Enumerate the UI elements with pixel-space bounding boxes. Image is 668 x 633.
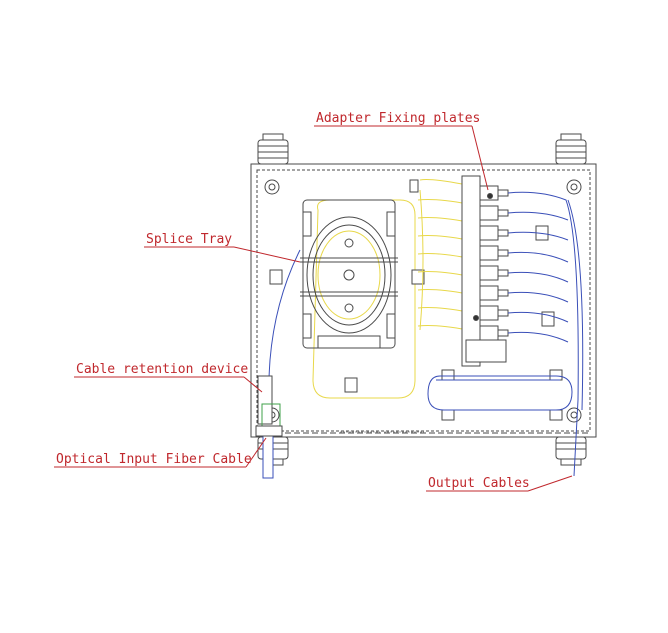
output-fibers-blue: [427, 191, 584, 477]
pigtails-yellow: [417, 179, 469, 331]
adapter-fixing-plate: [461, 175, 509, 367]
enclosure: [250, 163, 597, 438]
label-optical-input-fiber-cable: Optical Input Fiber Cable: [56, 452, 252, 467]
cable-gland-top-left: [257, 133, 289, 165]
label-splice-tray: Splice Tray: [146, 232, 232, 247]
label-adapter-fixing-plates: Adapter Fixing plates: [316, 111, 480, 126]
callout-leaders: [54, 125, 573, 492]
label-cable-retention-device: Cable retention device: [76, 362, 248, 377]
cable-clips: [269, 179, 563, 421]
splice-tray: [300, 199, 398, 349]
label-output-cables: Output Cables: [428, 476, 530, 491]
mounting-holes: [264, 179, 582, 423]
cable-gland-top-right: [555, 133, 587, 165]
cable-retention-device: [255, 375, 283, 437]
cable-gland-bottom-right: [555, 436, 587, 466]
